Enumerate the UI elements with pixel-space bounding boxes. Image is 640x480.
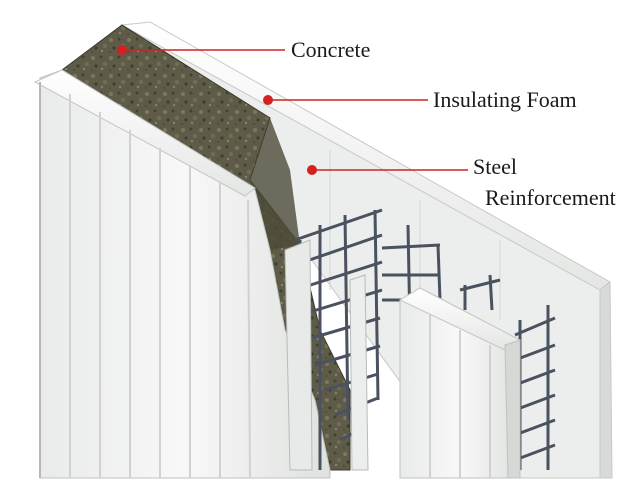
foam-tie [284, 239, 369, 471]
foam-marker-dot [263, 95, 273, 105]
front-foam-panel [33, 69, 331, 479]
right-foam-panel [398, 287, 521, 479]
concrete-label: Concrete [291, 37, 371, 62]
callout-leaders [122, 49, 468, 171]
steel-reinforcement-label-line2: Reinforcement [485, 185, 616, 210]
concrete-marker-dot [117, 45, 127, 55]
steel-reinforcement-label-line1: Steel [473, 154, 517, 179]
insulating-foam-label: Insulating Foam [433, 87, 577, 112]
callout-markers [117, 45, 317, 175]
steel-marker-dot [307, 165, 317, 175]
